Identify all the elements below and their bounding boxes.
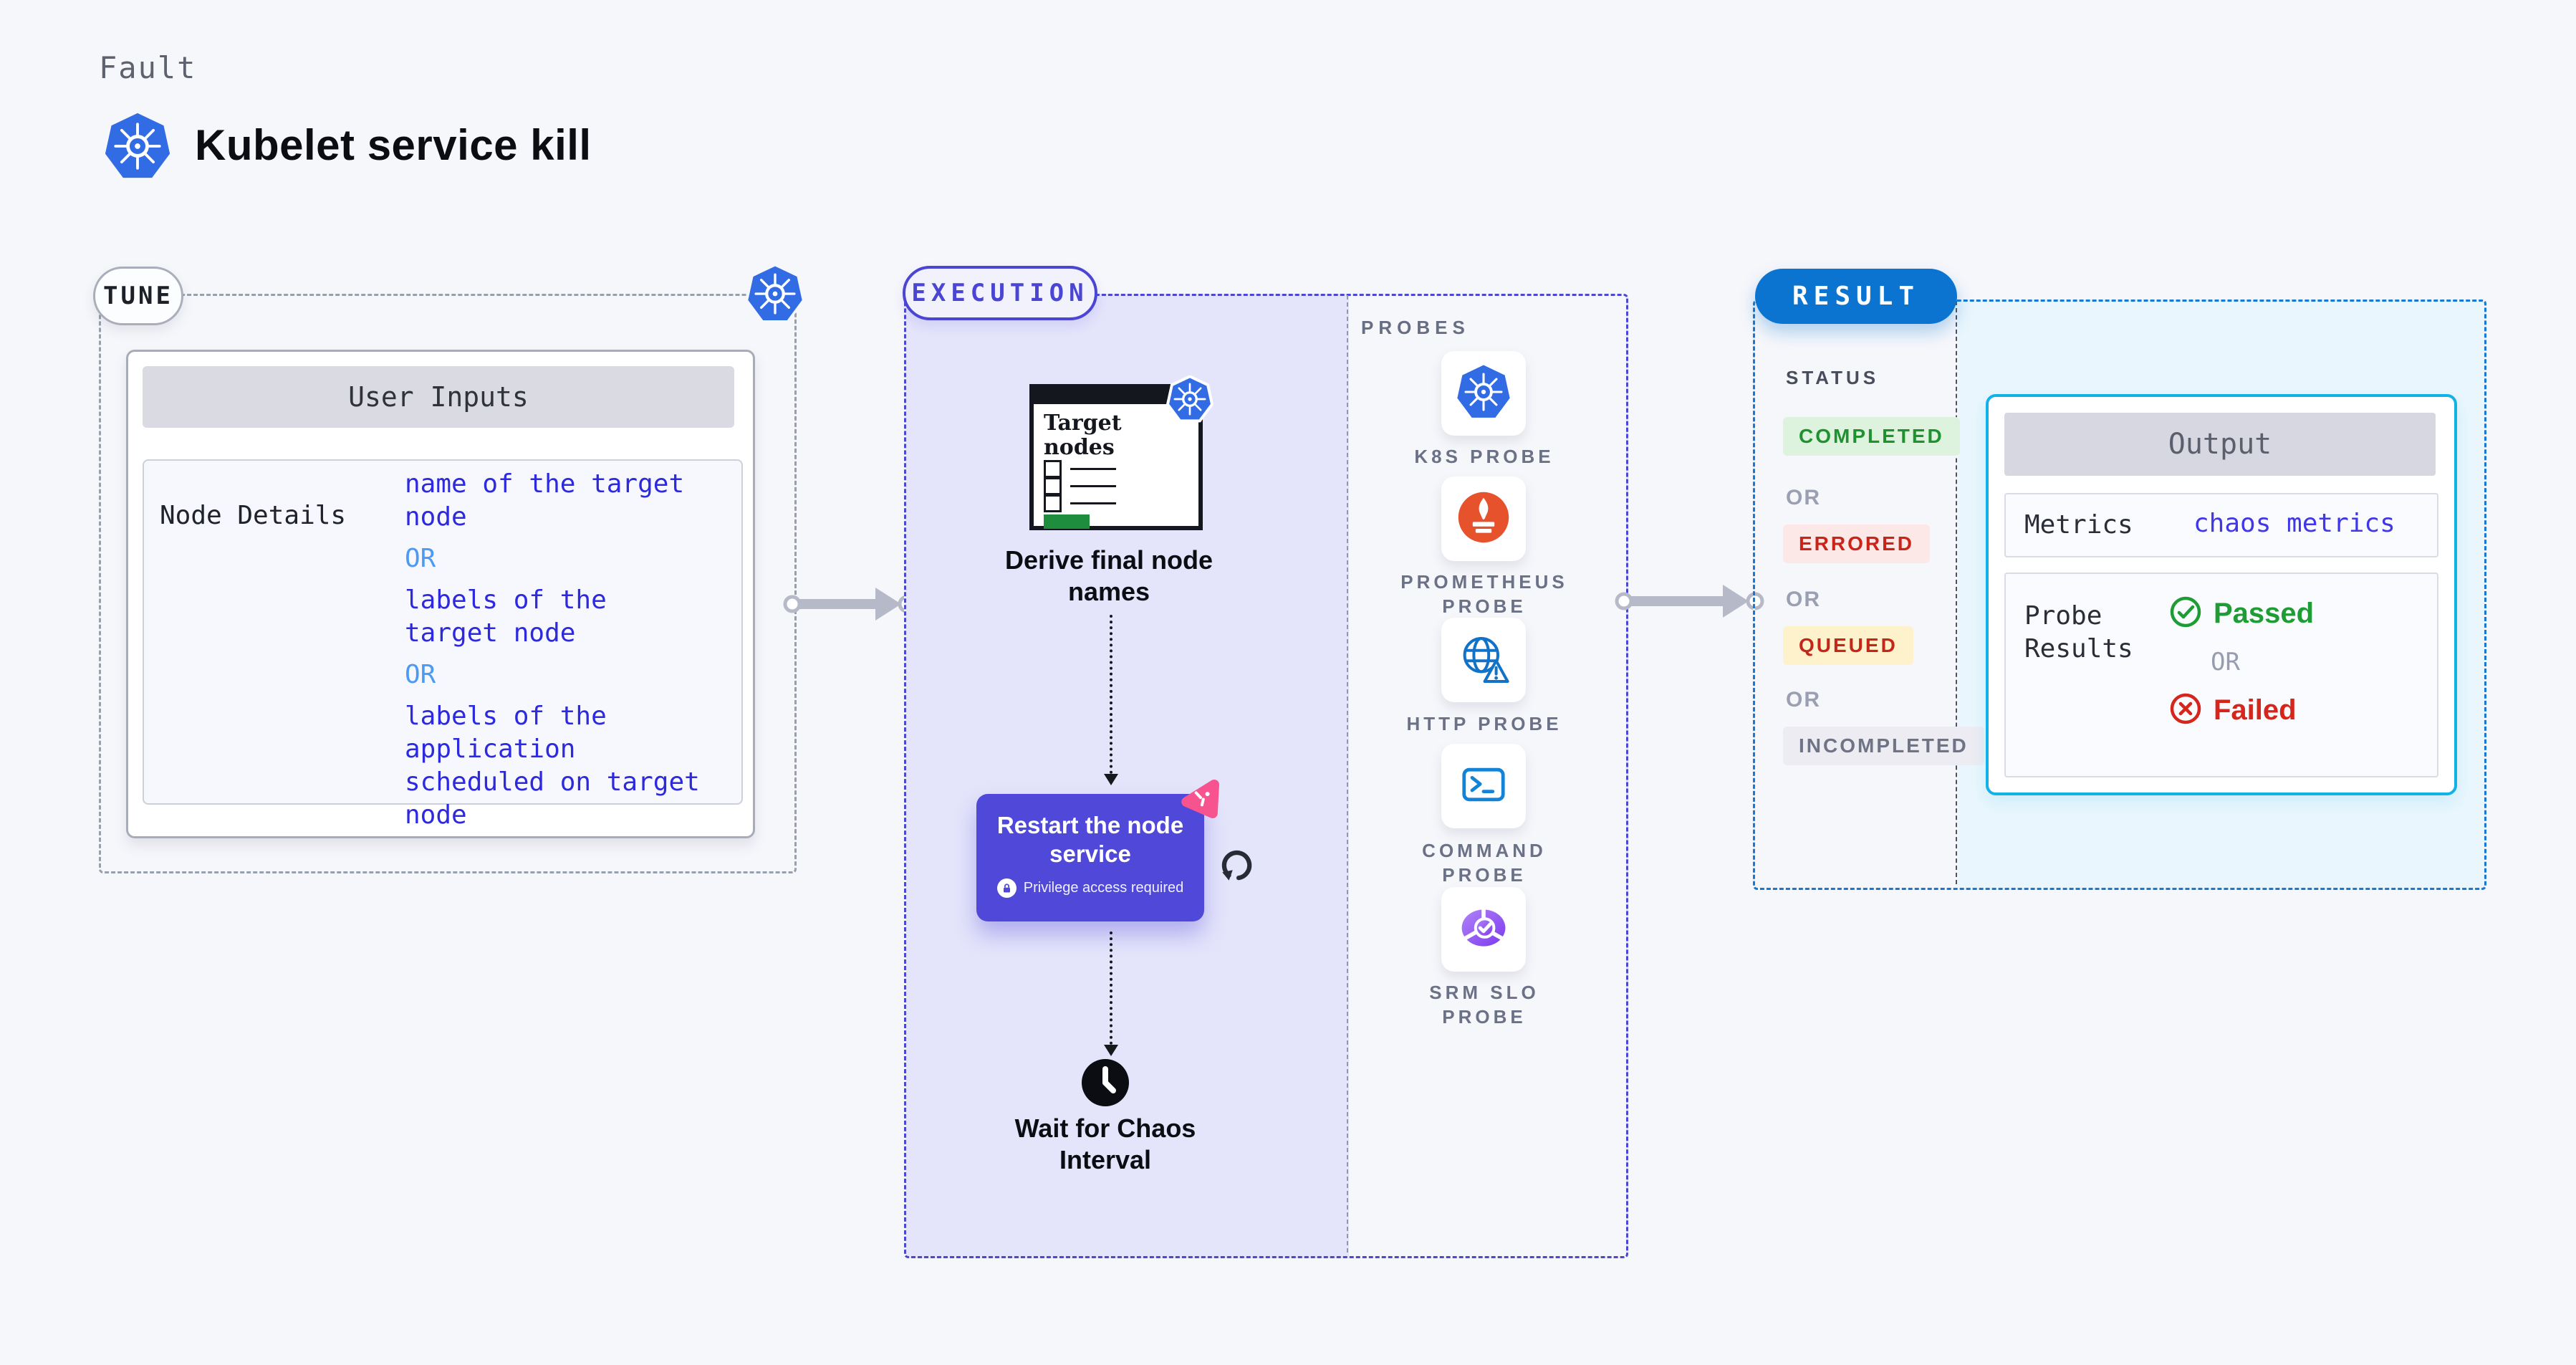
dotted-connector [1110,615,1112,774]
flow-arrow-icon [1614,580,1766,622]
status-badge-errored: ERRORED [1783,525,1931,563]
kubernetes-icon [1166,375,1214,423]
or-separator: OR [2211,648,2240,676]
retry-icon [1218,846,1256,884]
output-header: Output [2004,413,2436,476]
page-title: Kubelet service kill [195,121,592,169]
probe-results-label: Probe Results [2024,601,2133,664]
flow-arrow-icon [782,583,917,625]
slo-pie-check-icon [1455,899,1512,960]
tune-pill: TUNE [93,267,183,325]
probe-card [1441,744,1526,828]
status-badge-completed: COMPLETED [1783,417,1960,456]
result-pill: RESULT [1755,269,1957,324]
globe-alert-icon [1455,630,1512,691]
checklist-row [1044,460,1116,478]
probe-card [1441,887,1526,972]
or-separator: OR [1786,688,1821,712]
or-separator: OR [1786,588,1821,611]
checklist-row [1044,477,1116,495]
arrowhead-icon [1104,1045,1118,1056]
tune-option: labels of the target node [405,585,607,648]
target-nodes-card: Target nodes [1029,384,1203,530]
probe-label: COMMAND PROBE [1422,840,1547,886]
status-badge-queued: QUEUED [1783,626,1913,665]
kubernetes-icon [1456,364,1512,423]
check-circle-icon [2169,595,2202,632]
derive-step-label: Derive final node names [1004,545,1213,606]
tune-option: name of the target node [405,469,685,532]
passed-label: Passed [2214,598,2315,629]
tune-option: labels of the application scheduled on t… [405,701,700,830]
probe-card [1441,618,1526,702]
probe-card [1441,351,1526,436]
checklist-row [1044,494,1116,512]
probe-label: SRM SLO PROBE [1429,982,1539,1028]
probe-label: PROMETHEUS PROBE [1400,571,1568,617]
probes-title: PROBES [1361,317,1470,338]
status-title: STATUS [1786,367,1880,388]
node-details-label: Node Details [160,501,347,530]
probe-card [1441,476,1526,561]
target-card-titlebar [1034,388,1198,404]
restart-step-label: Restart the node service [996,812,1184,867]
tune-section [99,294,797,873]
terminal-icon [1455,756,1512,817]
lock-icon [996,878,1017,898]
or-separator: OR [1786,486,1821,509]
probe-label: K8S PROBE [1414,446,1554,467]
probes-divider [1347,295,1348,1253]
prometheus-icon [1455,489,1512,550]
status-divider [1956,301,1957,884]
probe-label: HTTP PROBE [1406,713,1562,734]
user-inputs-header: User Inputs [143,366,734,428]
x-circle-icon [2169,692,2202,729]
probe-results-row: Probe Results Passed OR [2004,573,2438,777]
failed-label: Failed [2214,694,2297,726]
status-badge-incompleted: INCOMPLETED [1783,727,1984,765]
kubernetes-icon [745,263,805,324]
wait-step-label: Wait for Chaos Interval [1014,1113,1196,1174]
kubernetes-icon [103,112,172,181]
execution-pill: EXECUTION [903,266,1097,320]
privilege-note-row: Privilege access required [976,878,1204,898]
privilege-note: Privilege access required [1023,880,1184,896]
chaos-litmus-icon [1176,774,1224,821]
fault-kicker: Fault [99,50,197,85]
restart-node-card: Restart the node service Privilege acces… [976,794,1204,921]
dotted-connector [1110,931,1112,1045]
metrics-row: Metrics chaos metrics [2004,493,2438,557]
user-inputs-card: User Inputs Node Details name of the tar… [126,350,755,838]
clock-icon [1080,1058,1130,1108]
target-card-title: Target nodes [1044,411,1122,460]
arrowhead-icon [1104,774,1118,785]
or-separator: OR [405,660,436,689]
metrics-value: chaos metrics [2193,509,2395,538]
output-card: Output Metrics chaos metrics Probe Resul… [1986,394,2457,795]
metrics-label: Metrics [2024,510,2133,540]
progress-bar [1044,514,1090,529]
node-details-row: Node Details name of the target node OR … [143,459,743,830]
or-separator: OR [405,544,436,573]
